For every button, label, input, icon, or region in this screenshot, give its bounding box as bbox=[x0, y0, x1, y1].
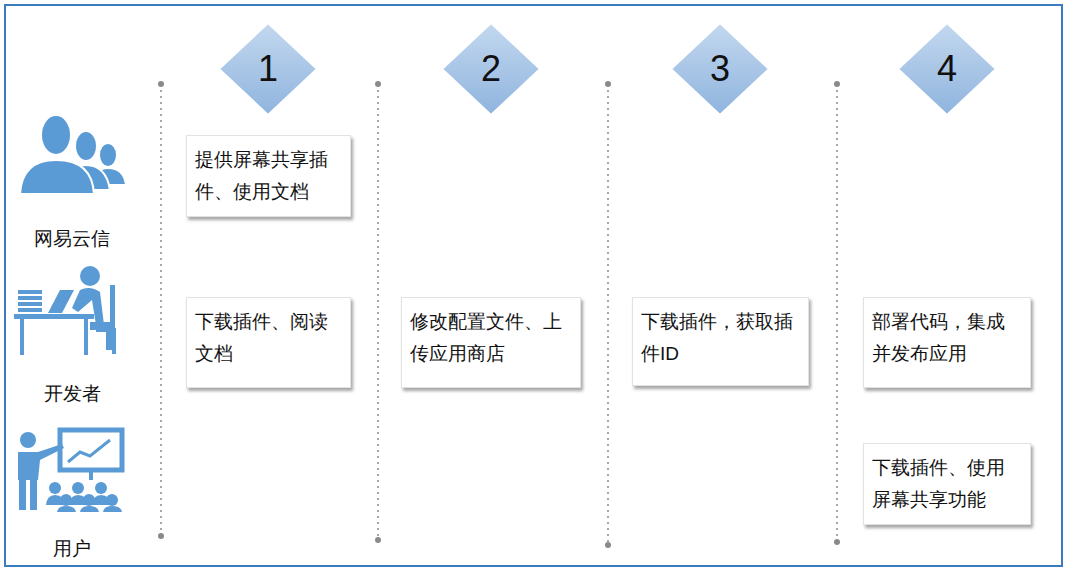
step-text: 下载插件、阅读文档 bbox=[195, 306, 342, 370]
process-box: 下载插件，获取插件ID bbox=[632, 297, 809, 386]
step-diamond: 2 bbox=[441, 22, 541, 116]
diamond-outline bbox=[898, 23, 996, 115]
developer-icon bbox=[14, 266, 116, 355]
diamond-outline bbox=[671, 23, 769, 115]
step-text: 提供屏幕共享插件、使用文档 bbox=[195, 144, 342, 208]
step-diamond: 3 bbox=[670, 22, 770, 116]
people-icon bbox=[20, 115, 126, 194]
step-text: 下载插件，获取插件ID bbox=[641, 306, 800, 370]
step-number: 4 bbox=[897, 48, 997, 90]
role-label: 开发者 bbox=[44, 381, 101, 407]
role-label: 网易云信 bbox=[34, 226, 110, 252]
process-box: 下载插件、阅读文档 bbox=[186, 297, 351, 388]
presenter-icon bbox=[18, 430, 122, 512]
diamond-outline bbox=[219, 23, 317, 115]
column-dividers bbox=[161, 84, 837, 545]
role-label: 用户 bbox=[53, 536, 91, 562]
process-box: 下载插件、使用屏幕共享功能 bbox=[863, 443, 1031, 525]
step-number: 3 bbox=[670, 48, 770, 90]
process-box: 部署代码，集成并发布应用 bbox=[863, 297, 1031, 388]
step-text: 下载插件、使用屏幕共享功能 bbox=[872, 452, 1022, 516]
outer-frame bbox=[5, 5, 1062, 566]
step-text: 部署代码，集成并发布应用 bbox=[872, 306, 1022, 370]
step-number: 2 bbox=[441, 48, 541, 90]
step-number: 1 bbox=[218, 48, 318, 90]
step-diamond: 1 bbox=[218, 22, 318, 116]
process-box: 修改配置文件、上传应用商店 bbox=[401, 297, 581, 388]
divider-dots bbox=[158, 81, 840, 548]
process-box: 提供屏幕共享插件、使用文档 bbox=[186, 135, 351, 217]
diamond-outline bbox=[442, 23, 540, 115]
step-text: 修改配置文件、上传应用商店 bbox=[410, 306, 572, 370]
step-diamond: 4 bbox=[897, 22, 997, 116]
